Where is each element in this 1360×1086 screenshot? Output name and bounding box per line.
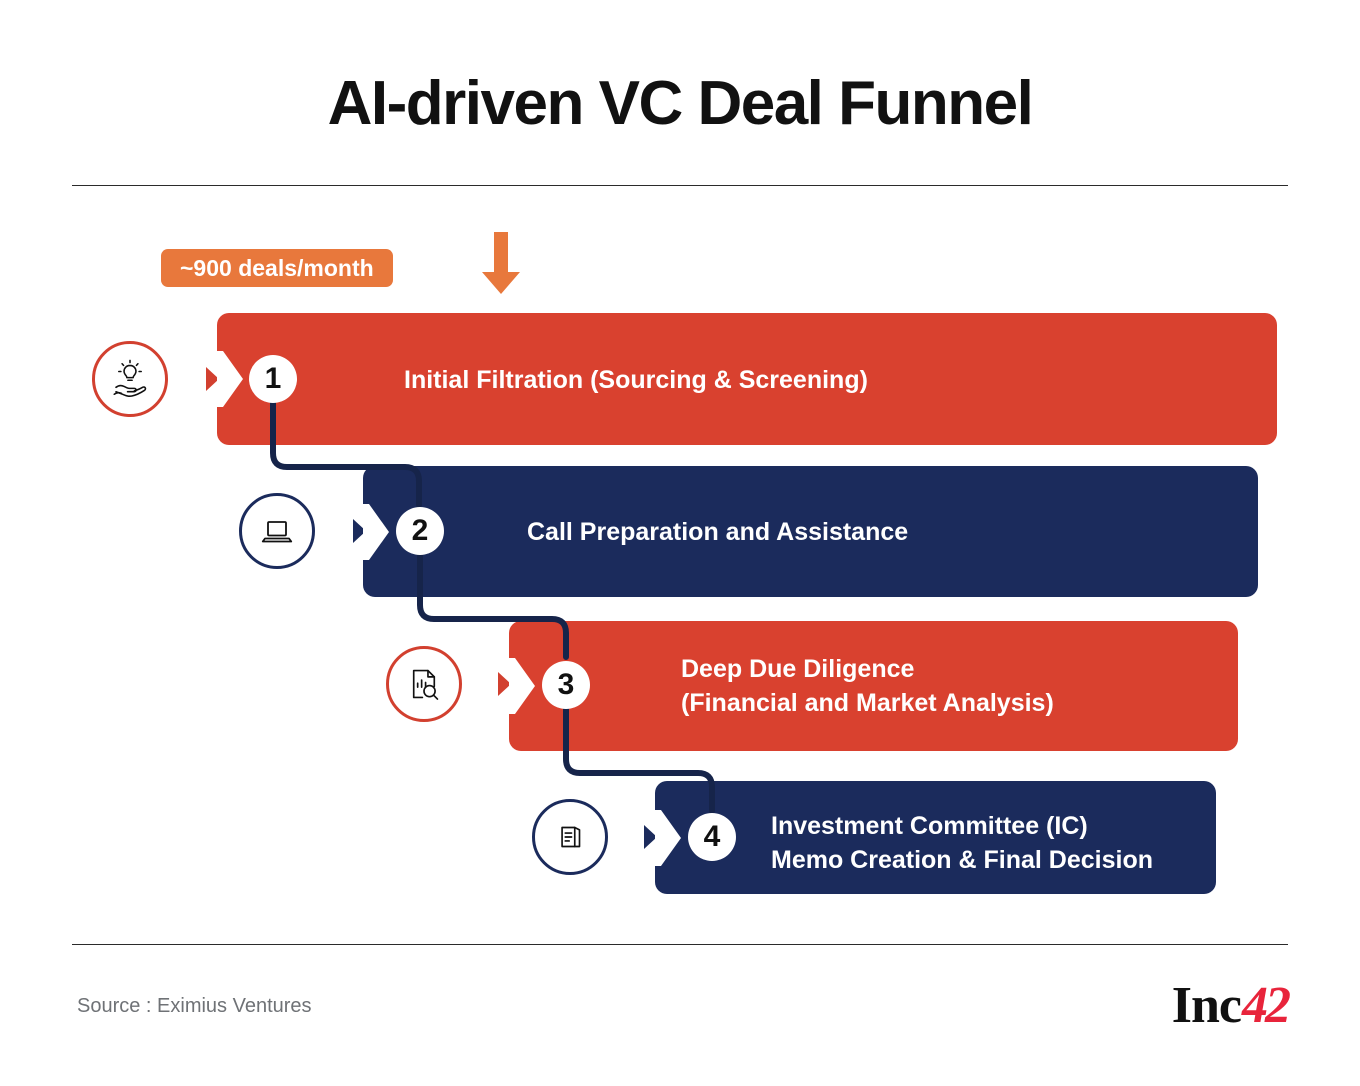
connector-3-to-4: [563, 698, 715, 814]
step-1-number: 1: [249, 355, 297, 403]
divider-bottom: [72, 944, 1288, 945]
step-1-pointer-icon: [206, 367, 219, 391]
step-3-label: Deep Due Diligence (Financial and Market…: [681, 655, 1054, 717]
step-2-pointer-icon: [353, 519, 366, 543]
laptop-icon: [261, 521, 293, 543]
step-3-bar: [509, 621, 1238, 751]
step-1-bar: [217, 313, 1277, 445]
logo-primary-text: Inc: [1171, 977, 1242, 1034]
step-3-icon-circle: [386, 646, 462, 722]
page-title: AI-driven VC Deal Funnel: [327, 69, 1034, 138]
step-2-label: Call Preparation and Assistance: [527, 518, 909, 546]
step-1-icon-circle: [92, 341, 168, 417]
step-4-pointer-icon: [644, 825, 657, 849]
logo-accent-text: 42: [1242, 977, 1291, 1034]
step-1-notch: [217, 351, 243, 407]
memo-document-icon: [561, 826, 581, 848]
step-3-pointer-icon: [498, 672, 511, 696]
document-chart-search-icon: [412, 669, 439, 700]
step-2-notch: [363, 503, 389, 560]
step-2-icon-circle: [239, 493, 315, 569]
connector-1-to-2: [270, 392, 422, 508]
lightbulb-in-hand-icon: [113, 359, 147, 397]
step-3-notch: [509, 658, 535, 714]
step-4-icon-circle: [532, 799, 608, 875]
step-4-number: 4: [688, 813, 736, 861]
step-2-number: 2: [396, 507, 444, 555]
connector-2-to-3: [417, 544, 569, 660]
step-3-number: 3: [542, 661, 590, 709]
down-arrow-icon: [482, 232, 520, 294]
deal-volume-badge: ~900 deals/month: [161, 249, 393, 287]
step-1-label: Initial Filtration (Sourcing & Screening…: [404, 366, 868, 394]
step-4-notch: [655, 809, 681, 866]
inc42-logo: Inc 42: [1172, 976, 1291, 1034]
step-2-bar: [363, 466, 1258, 597]
step-4-label: Investment Committee (IC) Memo Creation …: [771, 812, 1154, 874]
step-4-bar: [655, 781, 1216, 894]
source-text: Source : Eximius Ventures: [77, 995, 312, 1017]
divider-top: [72, 185, 1288, 186]
